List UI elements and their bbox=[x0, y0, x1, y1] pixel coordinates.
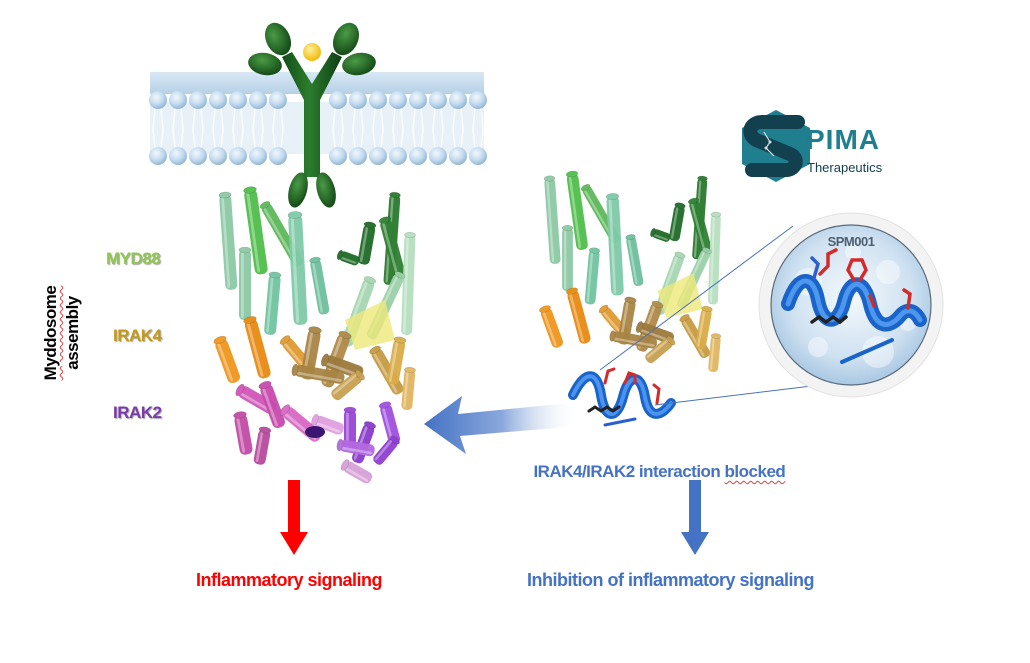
irak2-label: IRAK2 bbox=[113, 403, 162, 422]
inhibition-caption: Inhibition of inflammatory signaling bbox=[527, 570, 815, 590]
logo-brand: PIMA bbox=[806, 124, 880, 155]
spima-logo: PIMA Therapeutics bbox=[740, 108, 920, 184]
irak4-label: IRAK4 bbox=[113, 326, 162, 345]
spm001-label: SPM001 bbox=[827, 234, 875, 249]
interaction-blocked-caption: IRAK4/IRAK2 interaction blocked bbox=[525, 442, 785, 482]
peptide-magnifier: SPM001 bbox=[758, 212, 944, 398]
tlr-receptor-icon bbox=[248, 22, 376, 208]
gradient-left-arrow-icon bbox=[424, 396, 580, 454]
myd88-label: MYD88 bbox=[106, 249, 161, 268]
logo-tagline: Therapeutics bbox=[807, 160, 883, 175]
blocked-caption-keyword: blocked bbox=[724, 462, 786, 481]
peptide-magnifier-icon bbox=[758, 212, 944, 398]
blue-down-arrow-icon bbox=[681, 480, 709, 555]
myddosome-structure-icon bbox=[213, 186, 416, 484]
blocked-caption-prefix: IRAK4/IRAK2 interaction bbox=[533, 462, 725, 481]
peptide-helix-icon bbox=[568, 367, 676, 427]
spima-s-hexagon-logo-icon bbox=[742, 110, 810, 182]
myddosome-assembly-label: Myddosome assembly bbox=[40, 268, 86, 398]
myddosome-label-line2: assembly bbox=[63, 296, 82, 370]
myddosome-label-line1: Myddosome bbox=[41, 285, 60, 381]
inflammatory-signaling-caption: Inflammatory signaling bbox=[196, 570, 383, 590]
red-down-arrow-icon bbox=[280, 480, 308, 555]
